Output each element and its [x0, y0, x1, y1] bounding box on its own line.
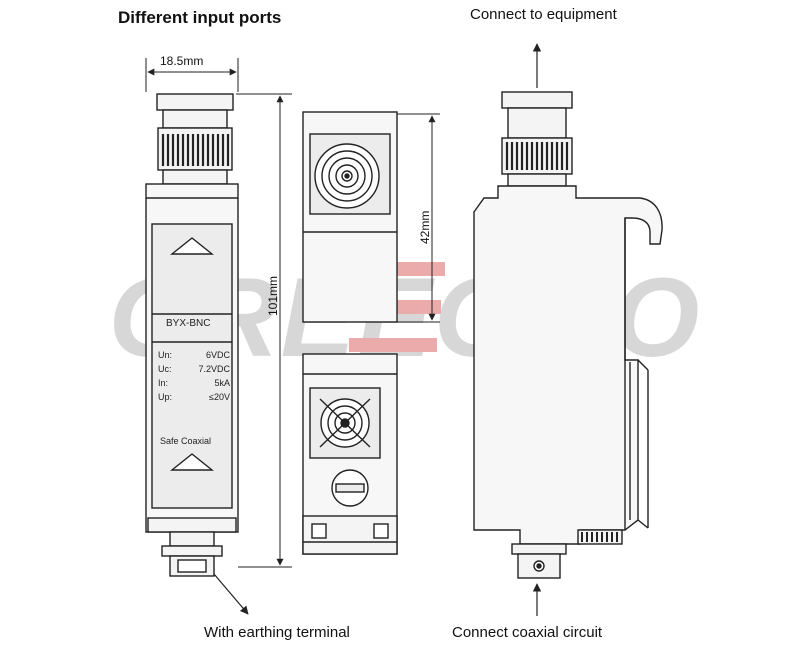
device-model-label: BYX-BNC — [166, 318, 211, 329]
width-dimension-label: 18.5mm — [160, 54, 204, 68]
front-view — [145, 93, 239, 577]
spec-row: In: 5kA — [158, 378, 230, 392]
spec-value: 7.2VDC — [198, 364, 230, 374]
spec-list: Un: 6VDC Uc: 7.2VDC In: 5kA Up: ≤20V — [158, 350, 230, 406]
caption-connect-equipment: Connect to equipment — [470, 6, 617, 23]
top-port-view — [302, 111, 398, 323]
spec-value: 5kA — [214, 378, 230, 388]
spec-row: Up: ≤20V — [158, 392, 230, 406]
height-dimension-lines — [236, 93, 292, 568]
spec-row: Un: 6VDC — [158, 350, 230, 364]
earthing-pointer-arrow — [213, 573, 249, 615]
side-dimension-label: 42mm — [418, 210, 432, 244]
height-dimension-label: 101mm — [266, 275, 280, 316]
spec-key: Uc: — [158, 364, 172, 374]
width-dimension-lines — [145, 58, 239, 92]
brand-line-label: Safe Coaxial — [160, 436, 212, 446]
spec-key: In: — [158, 378, 169, 388]
spec-value: 6VDC — [205, 350, 230, 360]
spec-key: Up: — [158, 392, 173, 402]
spec-key: Un: — [158, 350, 173, 360]
spec-value: ≤20V — [209, 392, 230, 402]
caption-earthing-terminal: With earthing terminal — [204, 624, 350, 641]
caption-connect-coaxial: Connect coaxial circuit — [452, 624, 603, 641]
bottom-port-view — [302, 353, 398, 555]
side-view — [473, 91, 663, 579]
spec-row: Uc: 7.2VDC — [158, 364, 230, 378]
page-title: Different input ports — [118, 8, 282, 27]
side-dimension-lines — [397, 113, 440, 323]
